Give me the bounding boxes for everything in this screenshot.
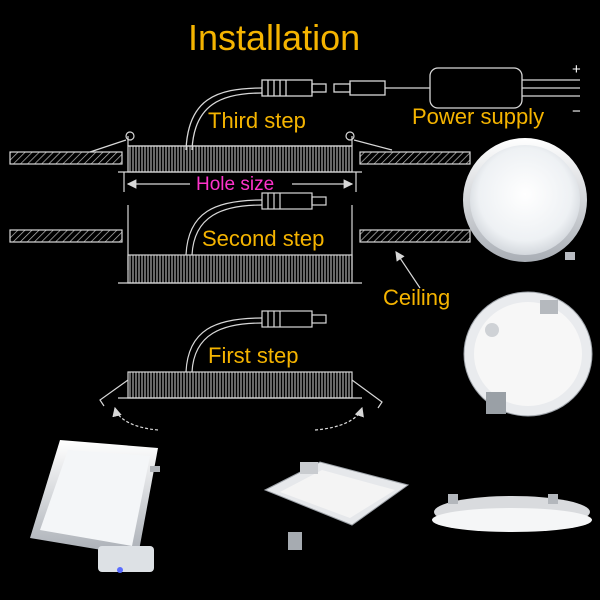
third-step-label: Third step: [208, 108, 306, 133]
page-title: Installation: [188, 17, 361, 58]
power-supply-label: Power supply: [412, 104, 545, 129]
slim-round-panel-photo: [432, 494, 592, 532]
power-supply-drawing: [185, 67, 580, 151]
minus-terminal-label: −: [572, 103, 581, 120]
hole-size-label: Hole size: [196, 174, 275, 195]
square-panel-back-photo: [263, 461, 410, 550]
second-step-label: Second step: [202, 226, 325, 251]
third-step-drawing: [9, 131, 471, 192]
first-step-drawing: [99, 310, 383, 431]
square-panel-photo: [30, 440, 160, 573]
round-panel-back-photo: [463, 291, 593, 417]
plus-terminal-label: +: [572, 61, 581, 78]
first-step-label: First step: [208, 343, 299, 368]
round-panel-front-photo: [463, 138, 587, 262]
ceiling-label: Ceiling: [383, 285, 451, 310]
second-step-drawing: [9, 192, 471, 289]
